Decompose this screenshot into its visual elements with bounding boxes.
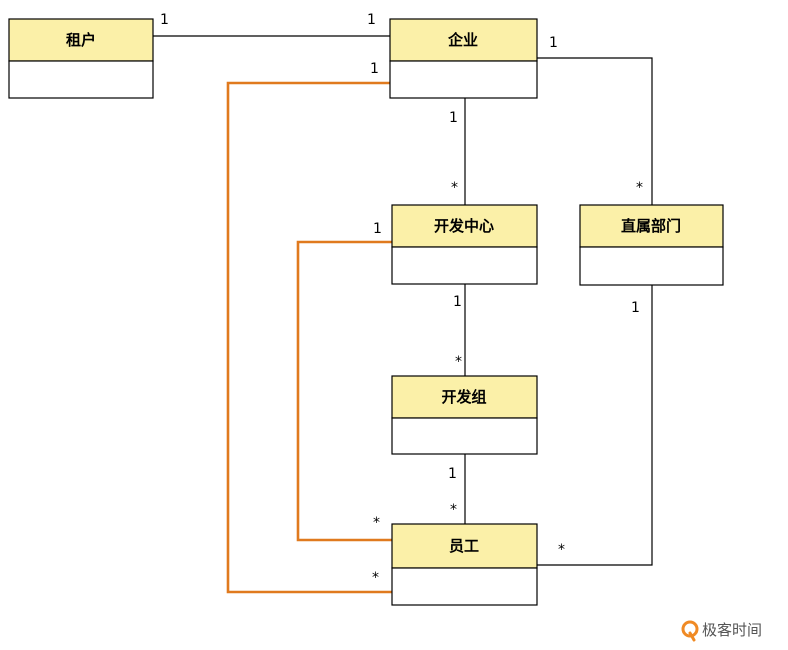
class-direct-dept-name: 直属部门 — [621, 217, 681, 235]
mult-dev-center-dev-group-from: 1 — [453, 294, 462, 310]
mult-enterprise-dev-center-to: * — [451, 180, 458, 196]
class-enterprise-body — [389, 60, 538, 99]
class-enterprise: 企业 — [389, 18, 538, 99]
mult-direct-dept-employee-to: * — [558, 542, 565, 558]
mult-dev-group-employee-from: 1 — [448, 466, 457, 482]
class-dev-center-body — [391, 246, 538, 285]
class-tenant: 租户 — [8, 18, 154, 99]
class-direct-dept-header — [579, 204, 724, 248]
class-dev-group-header — [391, 375, 538, 419]
class-dev-group: 开发组 — [391, 375, 538, 455]
class-enterprise-name: 企业 — [447, 31, 478, 49]
class-dev-center-header — [391, 204, 538, 248]
class-dev-group-name: 开发组 — [441, 388, 486, 406]
class-dev-center-name: 开发中心 — [434, 217, 494, 235]
mult-tenant-enterprise-from: 1 — [160, 12, 169, 28]
mult-dev-center-employee-from: 1 — [373, 221, 382, 237]
mult-direct-dept-employee-from: 1 — [631, 300, 640, 316]
class-direct-dept: 直属部门 — [579, 204, 724, 286]
mult-enterprise-employee-to: * — [372, 570, 379, 586]
association-line-enterprise-direct-dept — [537, 57, 653, 205]
class-employee: 员工 — [391, 523, 538, 606]
class-employee-body — [391, 567, 538, 606]
class-employee-header — [391, 523, 538, 569]
association-line-direct-dept-employee — [537, 285, 653, 566]
class-employee-name: 员工 — [449, 537, 479, 555]
class-tenant-body — [8, 60, 154, 99]
association-line-enterprise-employee — [226, 81, 392, 594]
class-dev-group-body — [391, 417, 538, 455]
mult-enterprise-dev-center-from: 1 — [449, 110, 458, 126]
association-line-dev-center-employee — [296, 240, 392, 542]
mult-dev-group-employee-to: * — [450, 502, 457, 518]
class-tenant-header — [8, 18, 154, 62]
mult-enterprise-employee-from: 1 — [370, 61, 379, 77]
mult-tenant-enterprise-to: 1 — [367, 12, 376, 28]
class-dev-center: 开发中心 — [391, 204, 538, 285]
brand-text: 极客时间 — [702, 621, 762, 639]
mult-enterprise-direct-dept-to: * — [636, 180, 643, 196]
geekbang-logo-icon — [681, 620, 699, 642]
brand-watermark: 极客时间 — [681, 620, 762, 642]
mult-enterprise-direct-dept-from: 1 — [549, 35, 558, 51]
class-tenant-name: 租户 — [66, 31, 96, 49]
mult-dev-center-employee-to: * — [373, 515, 380, 531]
mult-dev-center-dev-group-to: * — [455, 354, 462, 370]
class-direct-dept-body — [579, 246, 724, 286]
